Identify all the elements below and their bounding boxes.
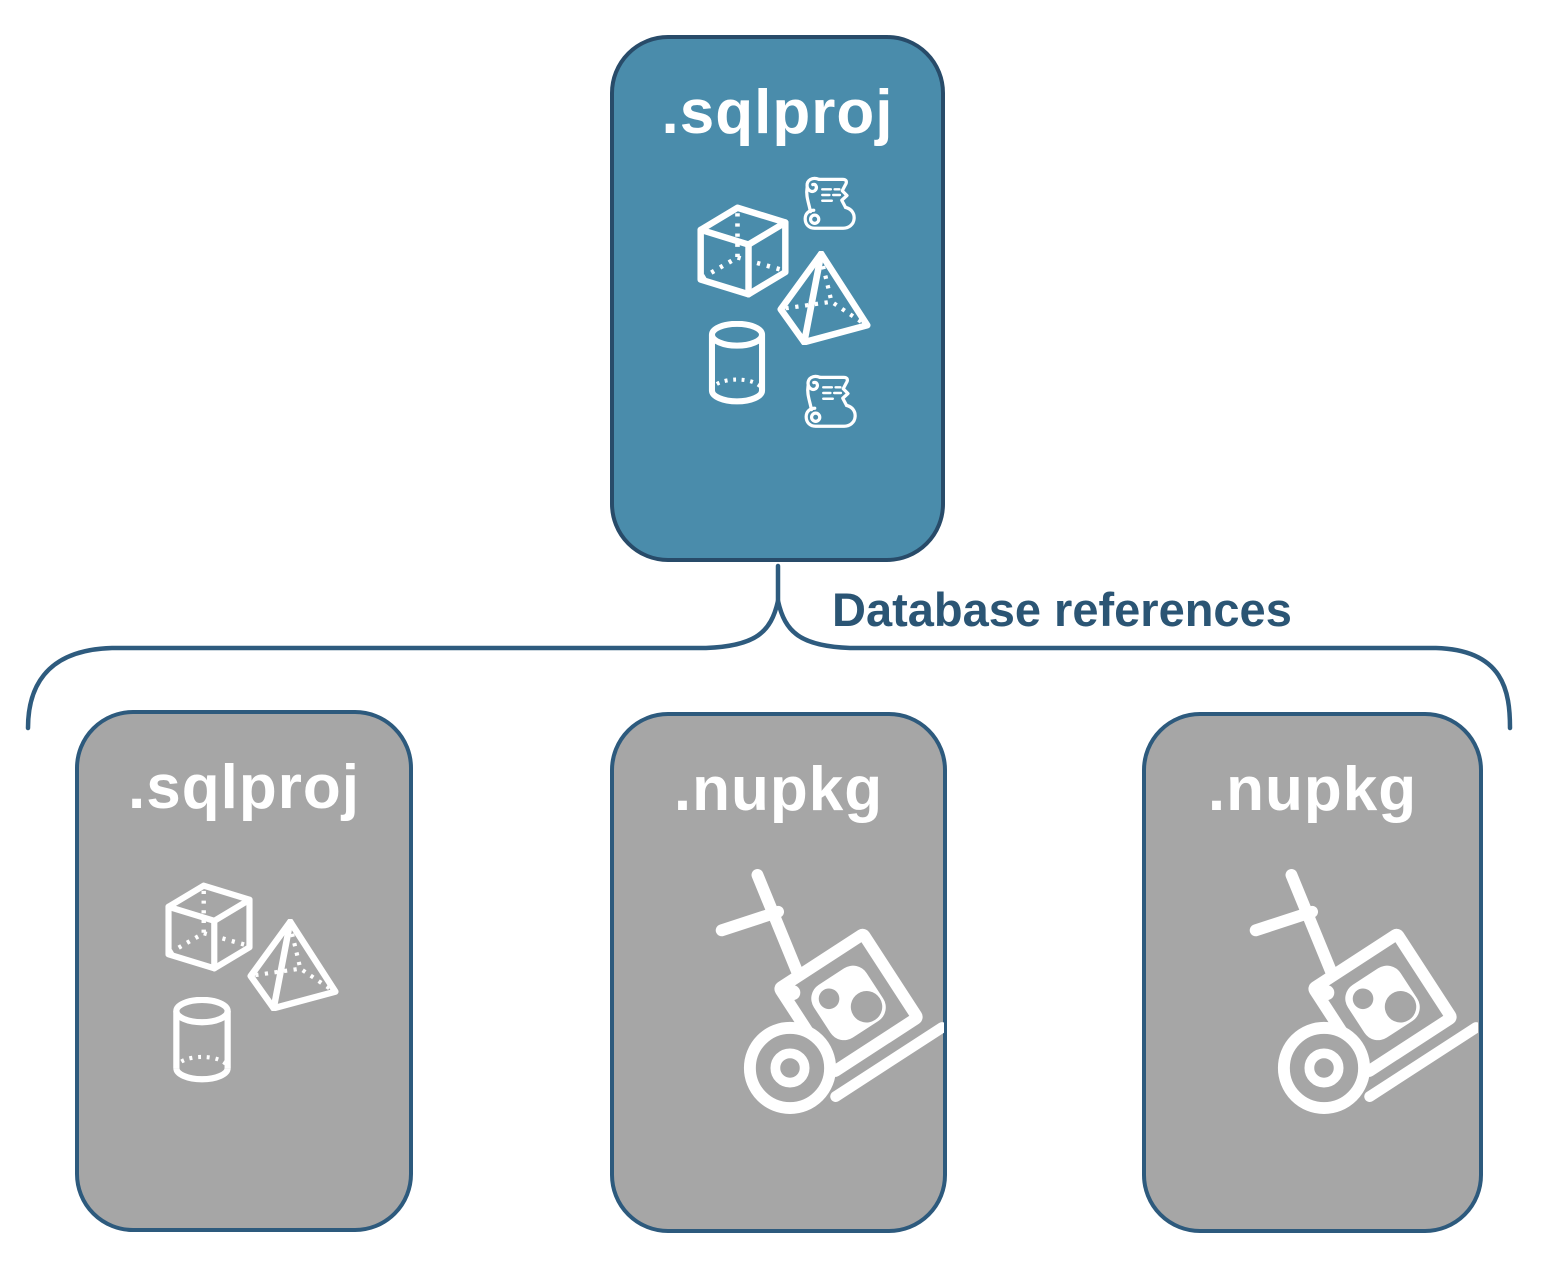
scroll-icon: [799, 175, 856, 235]
node-title: .sqlproj: [128, 753, 360, 822]
node-title: .sqlproj: [661, 78, 894, 147]
hand-truck-icon: [662, 862, 944, 1133]
node-title: .nupkg: [673, 755, 884, 824]
cube-icon: [165, 880, 253, 974]
cylinder-icon: [704, 321, 770, 405]
scroll-icon: [800, 373, 857, 433]
node-nupkg-child: .nupkg: [610, 712, 947, 1233]
cylinder-icon: [168, 997, 236, 1083]
pyramid-icon: [772, 251, 876, 345]
node-title: .nupkg: [1207, 755, 1418, 824]
node-nupkg-child: .nupkg: [1142, 712, 1483, 1233]
node-sqlproj-child: .sqlproj: [75, 710, 413, 1232]
hand-truck-icon: [1196, 862, 1478, 1133]
connector-label: Database references: [832, 583, 1292, 636]
pyramid-icon: [242, 919, 344, 1011]
node-sqlproj-root: .sqlproj: [610, 35, 945, 562]
